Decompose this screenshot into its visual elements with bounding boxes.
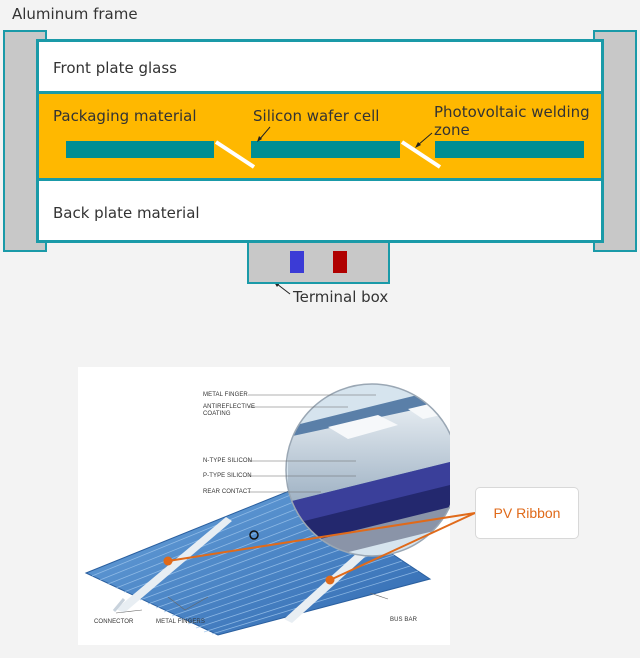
metal-fingers-label: METAL FINGERS xyxy=(156,619,205,625)
terminal-box-label: Terminal box xyxy=(293,288,389,306)
terminal-box-pointer xyxy=(276,283,291,295)
pv-ribbon-label: PV Ribbon xyxy=(493,505,561,521)
packaging-material-layer xyxy=(36,91,604,181)
rear-contact-label: REAR CONTACT xyxy=(203,489,252,495)
front-plate-glass-layer xyxy=(36,39,604,91)
welding-ribbon-1 xyxy=(214,140,256,169)
silicon-cell-pointer xyxy=(258,126,271,141)
solar-cell-drawing xyxy=(84,383,450,636)
welding-zone-pointer xyxy=(417,132,433,146)
connector-wire xyxy=(112,598,126,612)
panel-finger-lines xyxy=(91,491,419,635)
silicon-cell-arrowhead xyxy=(257,136,262,142)
magnifier-circle-outline xyxy=(285,383,450,557)
silicon-cell-2 xyxy=(251,141,400,158)
welding-zone-label-line2: zone xyxy=(434,121,470,139)
antireflective-label-line2: COATING xyxy=(203,411,231,417)
pv-ribbon-callout: PV Ribbon xyxy=(475,487,579,539)
metal-finger-label: METAL FINGER xyxy=(203,392,248,398)
front-plate-glass-label: Front plate glass xyxy=(53,59,177,77)
welding-zone-arrowhead xyxy=(415,142,421,148)
back-plate-material-layer xyxy=(36,181,604,243)
silicon-wafer-cell-label: Silicon wafer cell xyxy=(253,107,380,125)
terminal-box xyxy=(247,241,390,284)
solar-cell-illustration: METAL FINGER ANTIREFLECTIVE COATING N-TY… xyxy=(78,367,450,645)
silicon-cell-1 xyxy=(66,141,214,158)
silicon-cell-3 xyxy=(435,141,584,158)
bus-bar-label: BUS BAR xyxy=(390,617,418,623)
back-plate-material-label: Back plate material xyxy=(53,204,200,222)
magnify-point xyxy=(249,530,259,540)
p-type-silicon-label: P-TYPE SILICON xyxy=(203,473,252,479)
pv-ribbon-dot-1 xyxy=(163,556,173,566)
welding-ribbon-2 xyxy=(400,140,442,169)
pv-ribbon-dot-2 xyxy=(325,575,335,585)
bus-bar-1 xyxy=(116,517,232,613)
packaging-material-label: Packaging material xyxy=(53,107,197,125)
antireflective-label-line1: ANTIREFLECTIVE xyxy=(203,404,256,410)
connector-label: CONNECTOR xyxy=(94,619,134,625)
terminal-negative xyxy=(290,251,304,273)
aluminum-frame-label: Aluminum frame xyxy=(12,5,138,23)
welding-zone-label-line1: Photovoltaic welding xyxy=(434,103,590,121)
leader-lines xyxy=(115,394,389,614)
terminal-positive xyxy=(333,251,347,273)
n-type-silicon-label: N-TYPE SILICON xyxy=(203,458,253,464)
